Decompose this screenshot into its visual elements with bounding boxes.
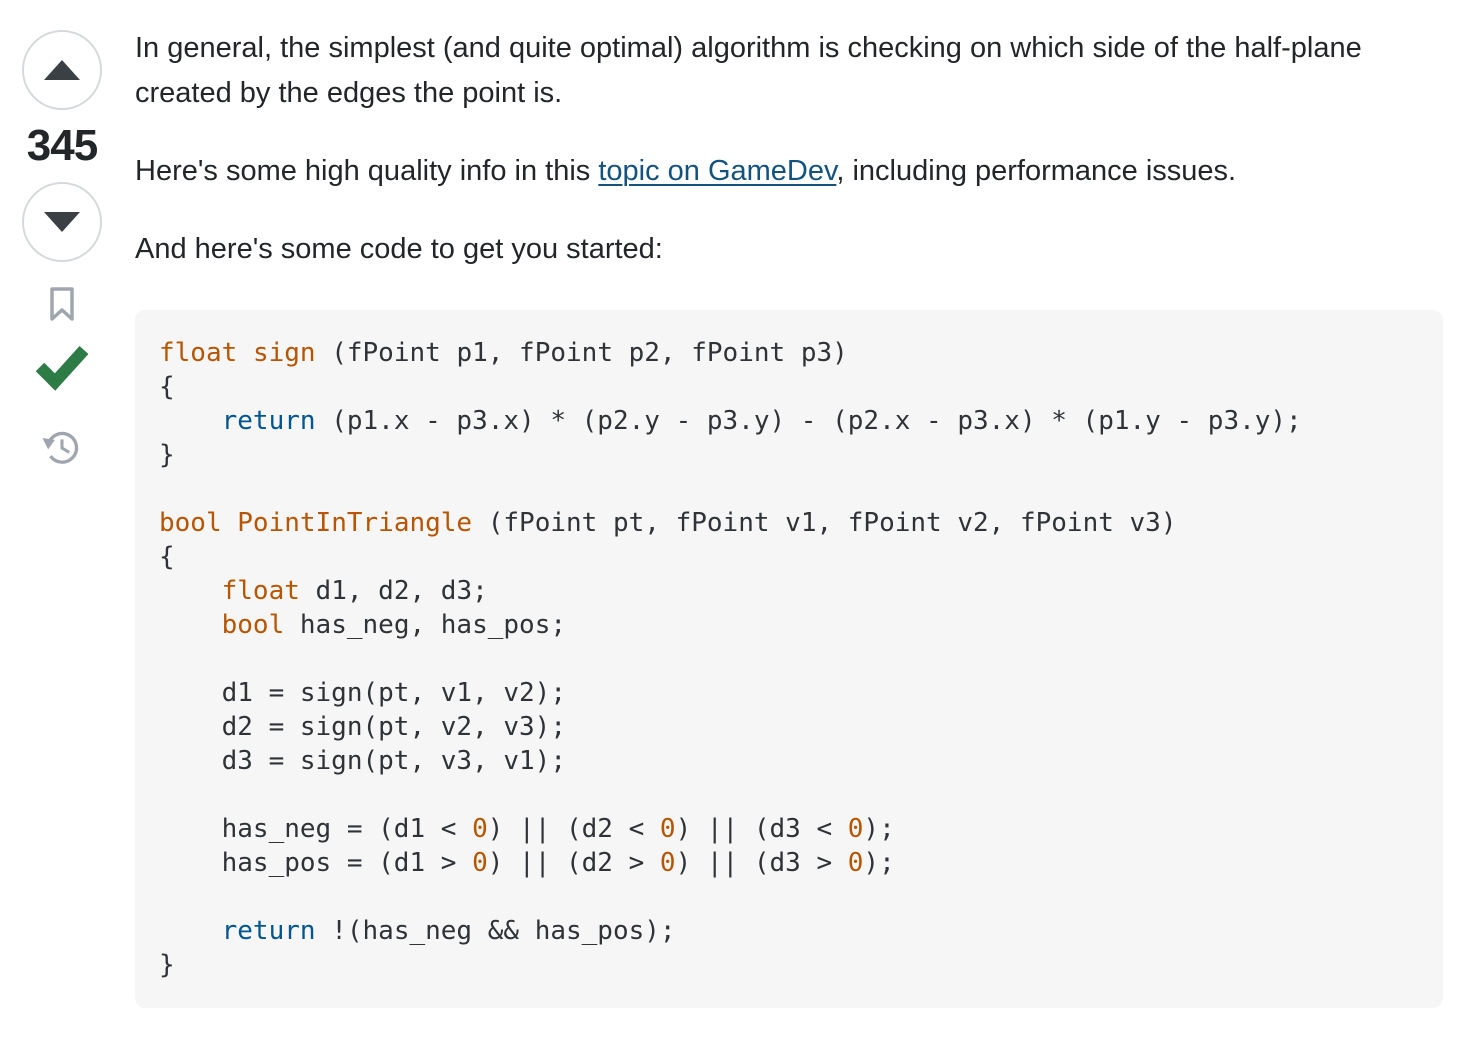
- paragraph-link-suffix: , including performance issues.: [836, 155, 1237, 187]
- gamedev-link[interactable]: topic on GameDev: [598, 155, 837, 187]
- vote-cell: 345: [0, 0, 124, 474]
- paragraph-link-prefix: Here's some high quality info in this: [135, 155, 599, 187]
- bookmark-button-wrap: [46, 286, 78, 327]
- answer-section: 345: [0, 0, 1476, 1008]
- history-icon: [42, 431, 79, 464]
- history-button-wrap: [41, 427, 83, 474]
- downvote-button[interactable]: [22, 182, 102, 262]
- checkmark-icon: [35, 345, 89, 391]
- paragraph-intro: In general, the simplest (and quite opti…: [135, 32, 1362, 109]
- downvote-arrow-icon: [44, 212, 80, 232]
- upvote-arrow-icon: [44, 60, 80, 80]
- answer-body: In general, the simplest (and quite opti…: [124, 0, 1476, 1008]
- upvote-button[interactable]: [22, 30, 102, 110]
- paragraph-link: Here's some high quality info in this to…: [135, 149, 1445, 194]
- bookmark-icon: [50, 287, 74, 321]
- accepted-answer-indicator: [35, 343, 89, 391]
- paragraph-code-intro: And here's some code to get you started:: [135, 233, 663, 265]
- vote-count: 345: [26, 121, 98, 170]
- bookmark-button[interactable]: [46, 286, 78, 322]
- code-block: float sign (fPoint p1, fPoint p2, fPoint…: [135, 310, 1443, 1008]
- history-button[interactable]: [41, 427, 83, 469]
